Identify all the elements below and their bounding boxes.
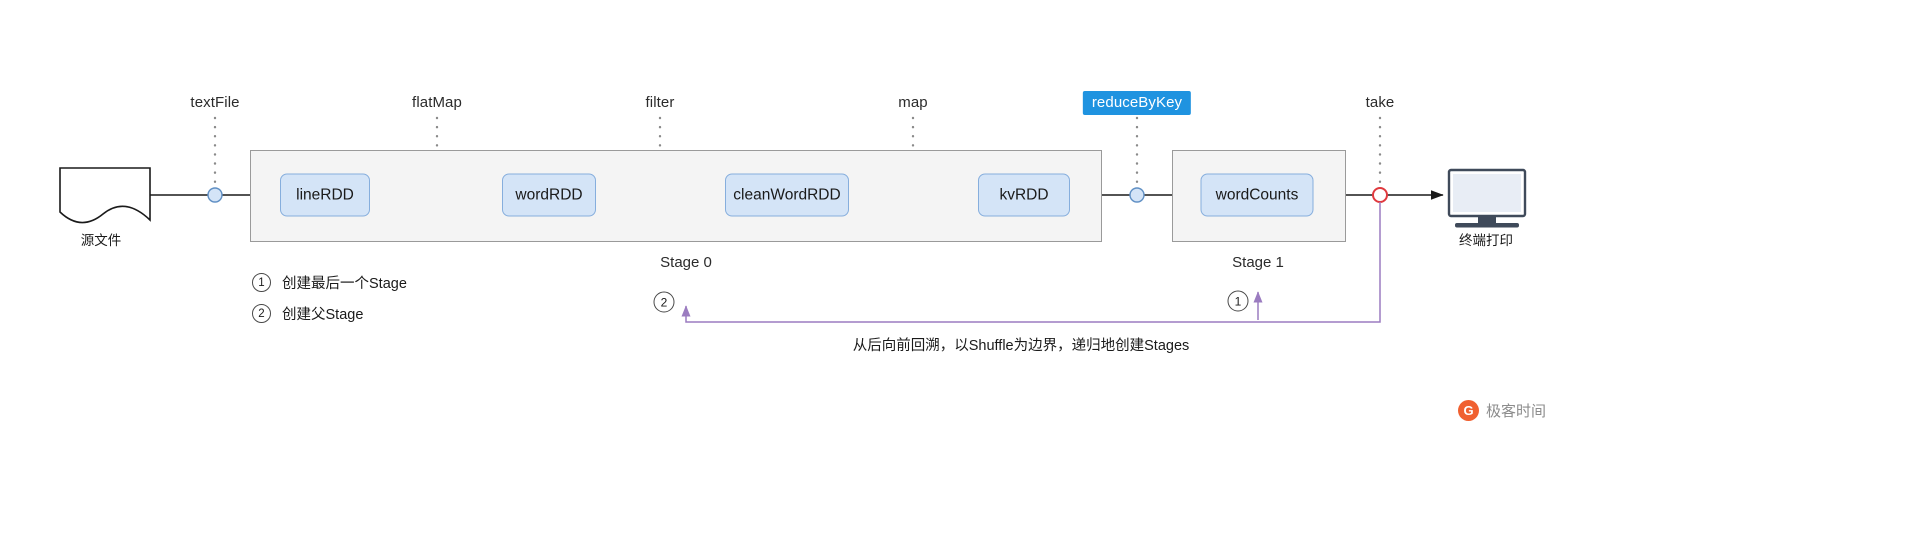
legend-item-1: 1 创建最后一个Stage bbox=[252, 272, 407, 293]
terminal-monitor-icon bbox=[1447, 168, 1527, 228]
source-file-shape bbox=[59, 167, 151, 224]
stage-band-0 bbox=[250, 150, 1102, 242]
legend-marker-2-icon: 2 bbox=[252, 304, 271, 323]
op-label-reducebykey[interactable]: reduceByKey bbox=[1082, 91, 1192, 115]
rdd-box-wordcounts[interactable]: wordCounts bbox=[1200, 173, 1314, 217]
stage-label-0: Stage 0 bbox=[660, 254, 712, 271]
watermark-logo-icon: G bbox=[1458, 400, 1479, 421]
source-file-label: 源文件 bbox=[80, 233, 122, 248]
stage-label-1: Stage 1 bbox=[1232, 254, 1284, 271]
annotation-marker-2-icon: 2 bbox=[653, 291, 675, 313]
rdd-box-cleanwordrdd[interactable]: cleanWordRDD bbox=[725, 173, 849, 217]
op-label-take[interactable]: take bbox=[1365, 94, 1395, 111]
legend-text-2: 创建父Stage bbox=[282, 307, 364, 323]
rdd-box-wordrdd[interactable]: wordRDD bbox=[502, 173, 596, 217]
op-label-map[interactable]: map bbox=[898, 94, 928, 111]
op-label-textfile[interactable]: textFile bbox=[190, 94, 240, 111]
annotation-marker-1-icon: 1 bbox=[1227, 290, 1249, 312]
op-label-flatmap[interactable]: flatMap bbox=[412, 94, 462, 111]
traceback-caption: 从后向前回溯，以Shuffle为边界，递归地创建Stages bbox=[852, 338, 1190, 354]
watermark-text: 极客时间 bbox=[1486, 403, 1547, 420]
watermark: G 极客时间 bbox=[1458, 400, 1546, 421]
rdd-box-linerdd[interactable]: lineRDD bbox=[280, 173, 370, 217]
op-label-filter[interactable]: filter bbox=[645, 94, 675, 111]
legend-text-1: 创建最后一个Stage bbox=[282, 276, 407, 292]
legend-item-2: 2 创建父Stage bbox=[252, 303, 363, 324]
terminal-label: 终端打印 bbox=[1459, 233, 1513, 248]
legend-marker-1-icon: 1 bbox=[252, 273, 271, 292]
rdd-box-kvrdd[interactable]: kvRDD bbox=[978, 173, 1070, 217]
